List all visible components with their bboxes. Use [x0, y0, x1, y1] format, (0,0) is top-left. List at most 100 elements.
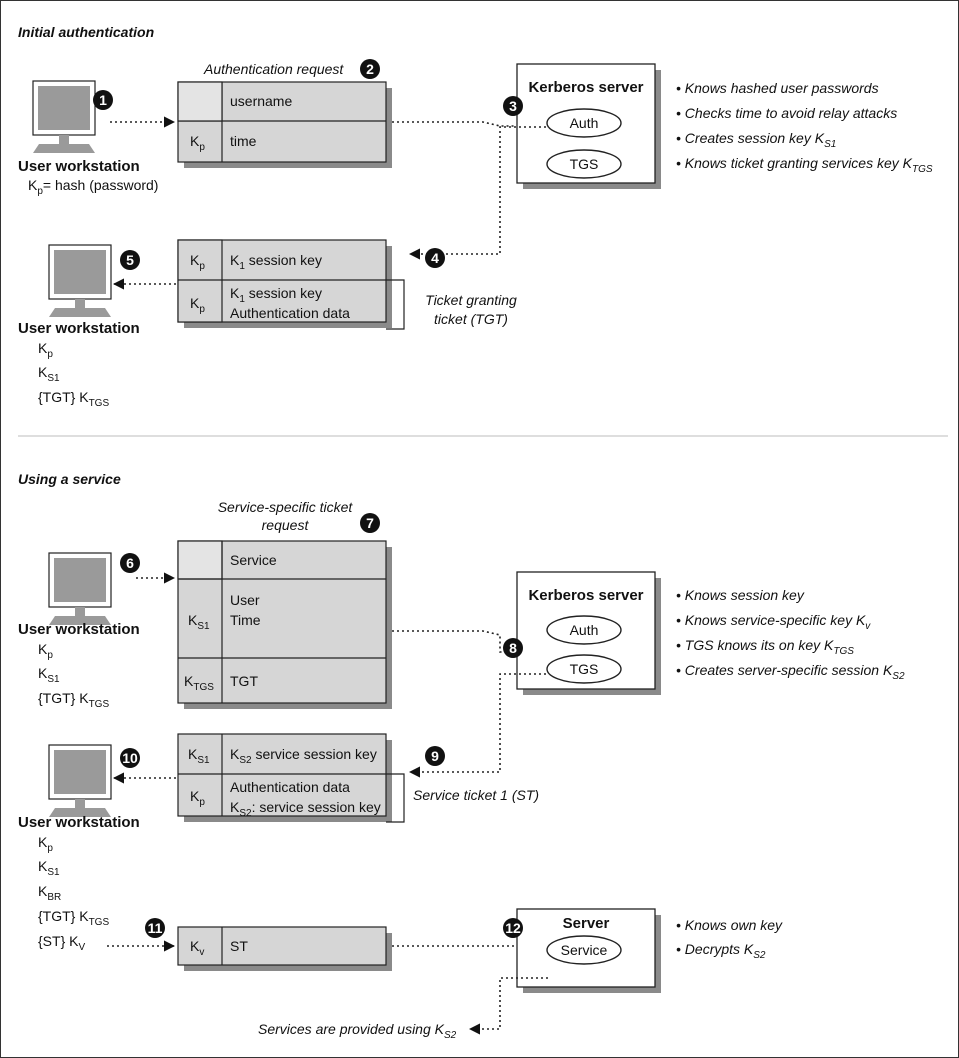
st-bracket [386, 773, 405, 823]
auth-request-message: username time Kp [177, 81, 392, 168]
user-workstation-2-icon [48, 244, 112, 318]
svg-text:Kp: Kp [190, 788, 205, 808]
step-badge-6: 6 [120, 553, 140, 573]
kerberos-server-1: Kerberos server Auth TGS [516, 63, 661, 189]
section-title-initial: Initial authentication [18, 24, 154, 40]
workstation-2-label: User workstation [18, 320, 140, 337]
tgs-node-1 [546, 149, 622, 179]
step-badge-5: 5 [120, 250, 140, 270]
service-ticket-request-message: Service User Time KS1 TGT KTGS [177, 540, 392, 709]
svg-text:KTGS: KTGS [184, 673, 214, 693]
svg-text:9: 9 [431, 748, 439, 764]
step-badge-1: 1 [93, 90, 113, 110]
svg-text:KS1: KS1 [188, 746, 210, 766]
auth-node-1 [546, 108, 622, 138]
step-badge-8: 8 [503, 638, 523, 658]
svg-text:• Knows session key: • Knows session key [676, 587, 805, 603]
svg-text:KS1: KS1 [188, 612, 210, 632]
msg1-time: time [230, 133, 257, 149]
svg-text:{ST} KV: {ST} KV [38, 933, 85, 953]
svg-text:ST: ST [230, 938, 248, 954]
svg-text:• Checks time to avoid relay a: • Checks time to avoid relay attacks [676, 105, 897, 121]
step-badge-12: 12 [503, 918, 523, 938]
kerberos-1-notes: • Knows hashed user passwords • Checks t… [676, 80, 933, 175]
svg-text:{TGT} KTGS: {TGT} KTGS [38, 389, 109, 409]
st-message: Kv ST [177, 926, 392, 971]
svg-text:KS1: KS1 [38, 858, 60, 878]
svg-text:2: 2 [366, 61, 374, 77]
tgt-bracket [386, 279, 405, 330]
svg-text:7: 7 [366, 515, 374, 531]
svg-text:Authentication data: Authentication data [230, 305, 350, 321]
svg-text:4: 4 [431, 250, 439, 266]
service-server: Server Service [516, 908, 661, 993]
svg-text:3: 3 [509, 98, 517, 114]
svg-text:• Knows hashed user passwords: • Knows hashed user passwords [676, 80, 879, 96]
auth-node-1-label: Auth [570, 115, 599, 131]
svg-text:Kp: Kp [190, 295, 205, 315]
svg-text:KS1: KS1 [38, 364, 60, 384]
kerberos-2-notes: • Knows session key • Knows service-spec… [676, 587, 905, 682]
svg-text:• Creates session key KS1: • Creates session key KS1 [676, 130, 836, 150]
user-workstation-1-icon [32, 80, 96, 154]
tgt-response-message: Kp K1 session key Kp K1 session key Auth… [177, 239, 392, 328]
svg-text:Kv: Kv [190, 938, 204, 958]
svg-text:Service: Service [230, 552, 277, 568]
step-badge-2: 2 [360, 59, 380, 79]
svg-text:Server: Server [563, 915, 610, 932]
step-badge-3: 3 [503, 96, 523, 116]
svg-text:• Knows own key: • Knows own key [676, 917, 783, 933]
service-ticket-message: KS1 KS2 service session key Kp Authentic… [177, 733, 392, 822]
section-title-service: Using a service [18, 471, 121, 487]
svg-text:K1 session key: K1 session key [230, 285, 322, 305]
step-badge-4: 4 [425, 248, 445, 268]
svg-text:12: 12 [505, 920, 521, 936]
user-workstation-4-icon [48, 744, 112, 818]
msg3-title-2: request [262, 517, 310, 533]
svg-text:Kp: Kp [38, 834, 53, 854]
msg1-title: Authentication request [203, 61, 344, 77]
svg-text:11: 11 [148, 920, 163, 936]
step-badge-11: 11 [145, 918, 165, 938]
svg-text:{TGT} KTGS: {TGT} KTGS [38, 690, 109, 710]
svg-text:K1 session key: K1 session key [230, 252, 322, 272]
svg-text:Kerberos server: Kerberos server [528, 587, 643, 604]
svg-text:{TGT} KTGS: {TGT} KTGS [38, 908, 109, 928]
kerberos-server-2: Kerberos server Auth TGS [516, 571, 661, 695]
tgt-bracket-label-2: ticket (TGT) [434, 311, 508, 327]
svg-text:• Knows ticket granting servic: • Knows ticket granting services key KTG… [676, 155, 933, 175]
svg-text:Auth: Auth [570, 622, 599, 638]
svg-text:Time: Time [230, 612, 261, 628]
svg-text:KS1: KS1 [38, 665, 60, 685]
workstation-4-keys: Kp KS1 KBR {TGT} KTGS {ST} KV [38, 834, 109, 953]
svg-text:• Knows service-specific key K: • Knows service-specific key Kv [676, 612, 871, 632]
svg-text:1: 1 [99, 92, 107, 108]
services-provided-label: Services are provided using KS2 [258, 1021, 457, 1041]
kerberos-1-title: Kerberos server [528, 79, 643, 96]
arrow-tgs-to-msg4 [408, 673, 546, 778]
svg-text:KBR: KBR [38, 883, 61, 903]
svg-text:10: 10 [122, 750, 138, 766]
svg-text:KS2: service session key: KS2: service session key [230, 799, 381, 819]
tgt-bracket-label-1: Ticket granting [425, 292, 517, 308]
step-badge-9: 9 [425, 746, 445, 766]
tgs-node-1-label: TGS [570, 156, 599, 172]
svg-text:TGS: TGS [570, 661, 599, 677]
svg-text:8: 8 [509, 640, 517, 656]
svg-text:Service: Service [561, 942, 608, 958]
step-badge-7: 7 [360, 513, 380, 533]
msg1-username: username [230, 93, 292, 109]
workstation-3-label: User workstation [18, 621, 140, 638]
workstation-2-keys: Kp KS1 {TGT} KTGS [38, 340, 109, 409]
svg-text:Kp: Kp [38, 340, 53, 360]
workstation-4-label: User workstation [18, 814, 140, 831]
svg-text:TGT: TGT [230, 673, 258, 689]
svg-text:Authentication data: Authentication data [230, 779, 350, 795]
svg-text:5: 5 [126, 252, 134, 268]
svg-text:• TGS knows its on key KTGS: • TGS knows its on key KTGS [676, 637, 854, 657]
st-bracket-label: Service ticket 1 (ST) [413, 787, 539, 803]
svg-text:Kp: Kp [190, 252, 205, 272]
svg-text:6: 6 [126, 555, 134, 571]
workstation-1-label: User workstation [18, 158, 140, 175]
svg-text:User: User [230, 592, 260, 608]
